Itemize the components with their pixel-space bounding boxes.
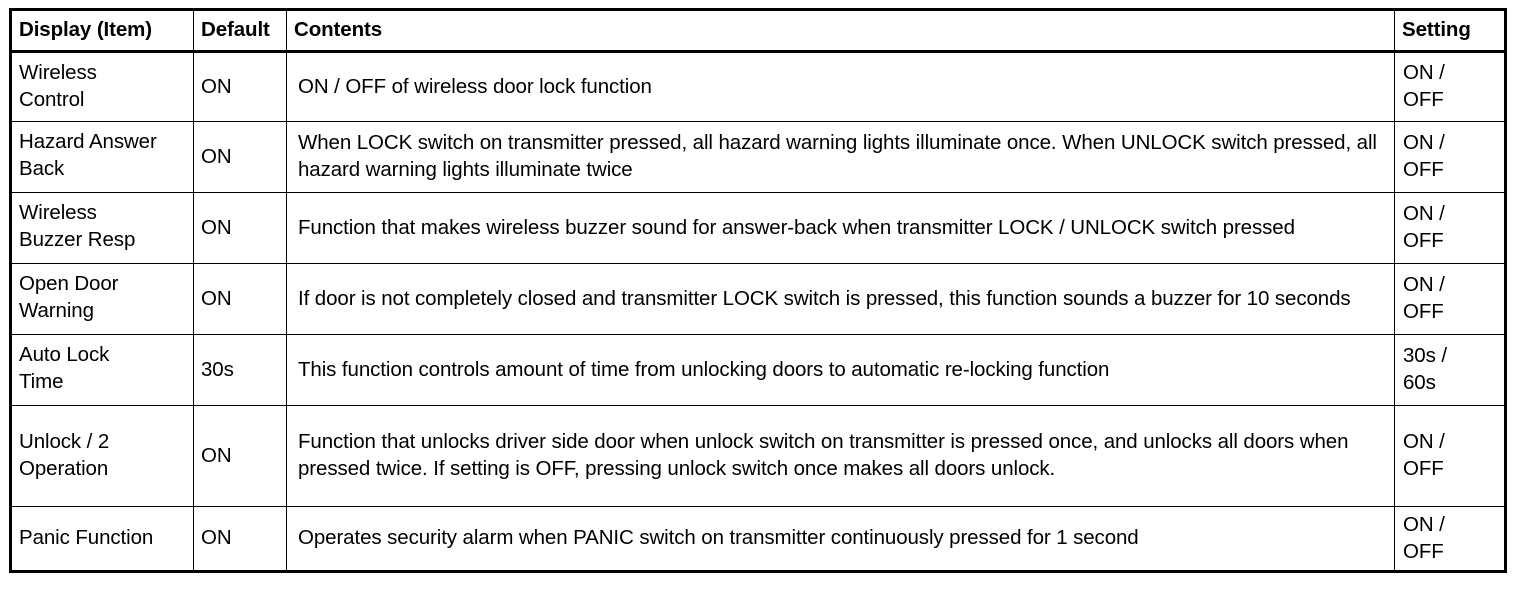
row-item-line2: Buzzer Resp [19,227,136,251]
row-default-value: ON [193,51,287,122]
row-setting-line1: 30s / [1403,344,1447,368]
row-setting-line2: 60s [1403,371,1436,394]
row-item-open-door-warning: Open Door Warning [9,263,194,335]
row-default-value: ON [193,263,287,335]
row-default-value: ON [193,192,287,264]
table-row: Auto Lock Time 30s This function control… [9,334,1507,406]
header-row: Display (Item) Default Contents Setting [9,8,1507,53]
row-contents-text: Function that makes wireless buzzer soun… [286,192,1395,264]
row-item-wireless-buzzer-resp: Wireless Buzzer Resp [9,192,194,264]
row-default-value: ON [193,121,287,193]
row-setting-line1: ON / [1403,131,1445,155]
row-item-line1: Panic Function [19,526,154,550]
row-item-line2: Warning [19,298,94,322]
row-item-line1: Auto Lock [19,343,110,366]
row-setting-line2: OFF [1403,229,1444,252]
row-default-value: ON [193,506,287,573]
row-contents-text: Function that unlocks driver side door w… [286,405,1395,507]
column-header-default: Default [193,8,287,53]
table-header: Display (Item) Default Contents Setting [9,8,1507,53]
row-setting-line2: OFF [1403,539,1444,563]
row-item-line1: Wireless [19,201,97,224]
row-item-line2: Operation [19,457,109,480]
row-setting-value: ON / OFF [1394,51,1507,122]
row-setting-value: ON / OFF [1394,405,1507,507]
row-contents-text: Operates security alarm when PANIC switc… [286,506,1395,573]
column-header-setting: Setting [1394,8,1507,53]
table-row: Wireless Buzzer Resp ON Function that ma… [9,192,1507,264]
row-contents-text: If door is not completely closed and tra… [286,263,1395,335]
row-contents-text: This function controls amount of time fr… [286,334,1395,406]
table-row: Wireless Control ON ON / OFF of wireless… [9,51,1507,122]
row-setting-value: ON / OFF [1394,263,1507,335]
column-header-display-item: Display (Item) [9,8,194,53]
row-item-line2: Control [19,87,85,111]
row-setting-line1: ON / [1403,61,1445,85]
column-header-contents: Contents [286,8,1395,53]
row-setting-line2: OFF [1403,457,1444,480]
row-default-value: 30s [193,334,287,406]
row-contents-text: When LOCK switch on transmitter pressed,… [286,121,1395,193]
table-body: Wireless Control ON ON / OFF of wireless… [9,51,1507,573]
row-item-line1: Wireless [19,61,97,84]
row-default-value: ON [193,405,287,507]
row-item-line2: Time [19,369,64,393]
row-setting-line1: ON / [1403,273,1445,297]
table-row: Panic Function ON Operates security alar… [9,506,1507,573]
row-item-unlock-2-operation: Unlock / 2 Operation [9,405,194,507]
row-contents-text: ON / OFF of wireless door lock function [286,51,1395,122]
table-row: Hazard Answer Back ON When LOCK switch o… [9,121,1507,193]
row-item-line1: Unlock / 2 [19,430,110,454]
table-row: Open Door Warning ON If door is not comp… [9,263,1507,335]
row-setting-value: ON / OFF [1394,192,1507,264]
row-item-auto-lock-time: Auto Lock Time [9,334,194,406]
row-setting-line2: OFF [1403,88,1444,111]
row-setting-line2: OFF [1403,300,1444,323]
row-item-line1: Hazard Answer [19,130,157,153]
row-item-line1: Open Door [19,272,119,295]
row-setting-line2: OFF [1403,158,1444,181]
row-setting-value: 30s / 60s [1394,334,1507,406]
row-setting-line1: ON / [1403,202,1445,226]
row-setting-line1: ON / [1403,430,1445,454]
row-setting-value: ON / OFF [1394,506,1507,573]
row-item-panic-function: Panic Function [9,506,194,573]
row-item-wireless-control: Wireless Control [9,51,194,122]
row-setting-value: ON / OFF [1394,121,1507,193]
settings-table: Display (Item) Default Contents Setting … [9,8,1507,573]
row-item-hazard-answer-back: Hazard Answer Back [9,121,194,193]
row-item-line2: Back [19,156,65,180]
table-row: Unlock / 2 Operation ON Function that un… [9,405,1507,507]
row-setting-line1: ON / [1403,512,1445,536]
